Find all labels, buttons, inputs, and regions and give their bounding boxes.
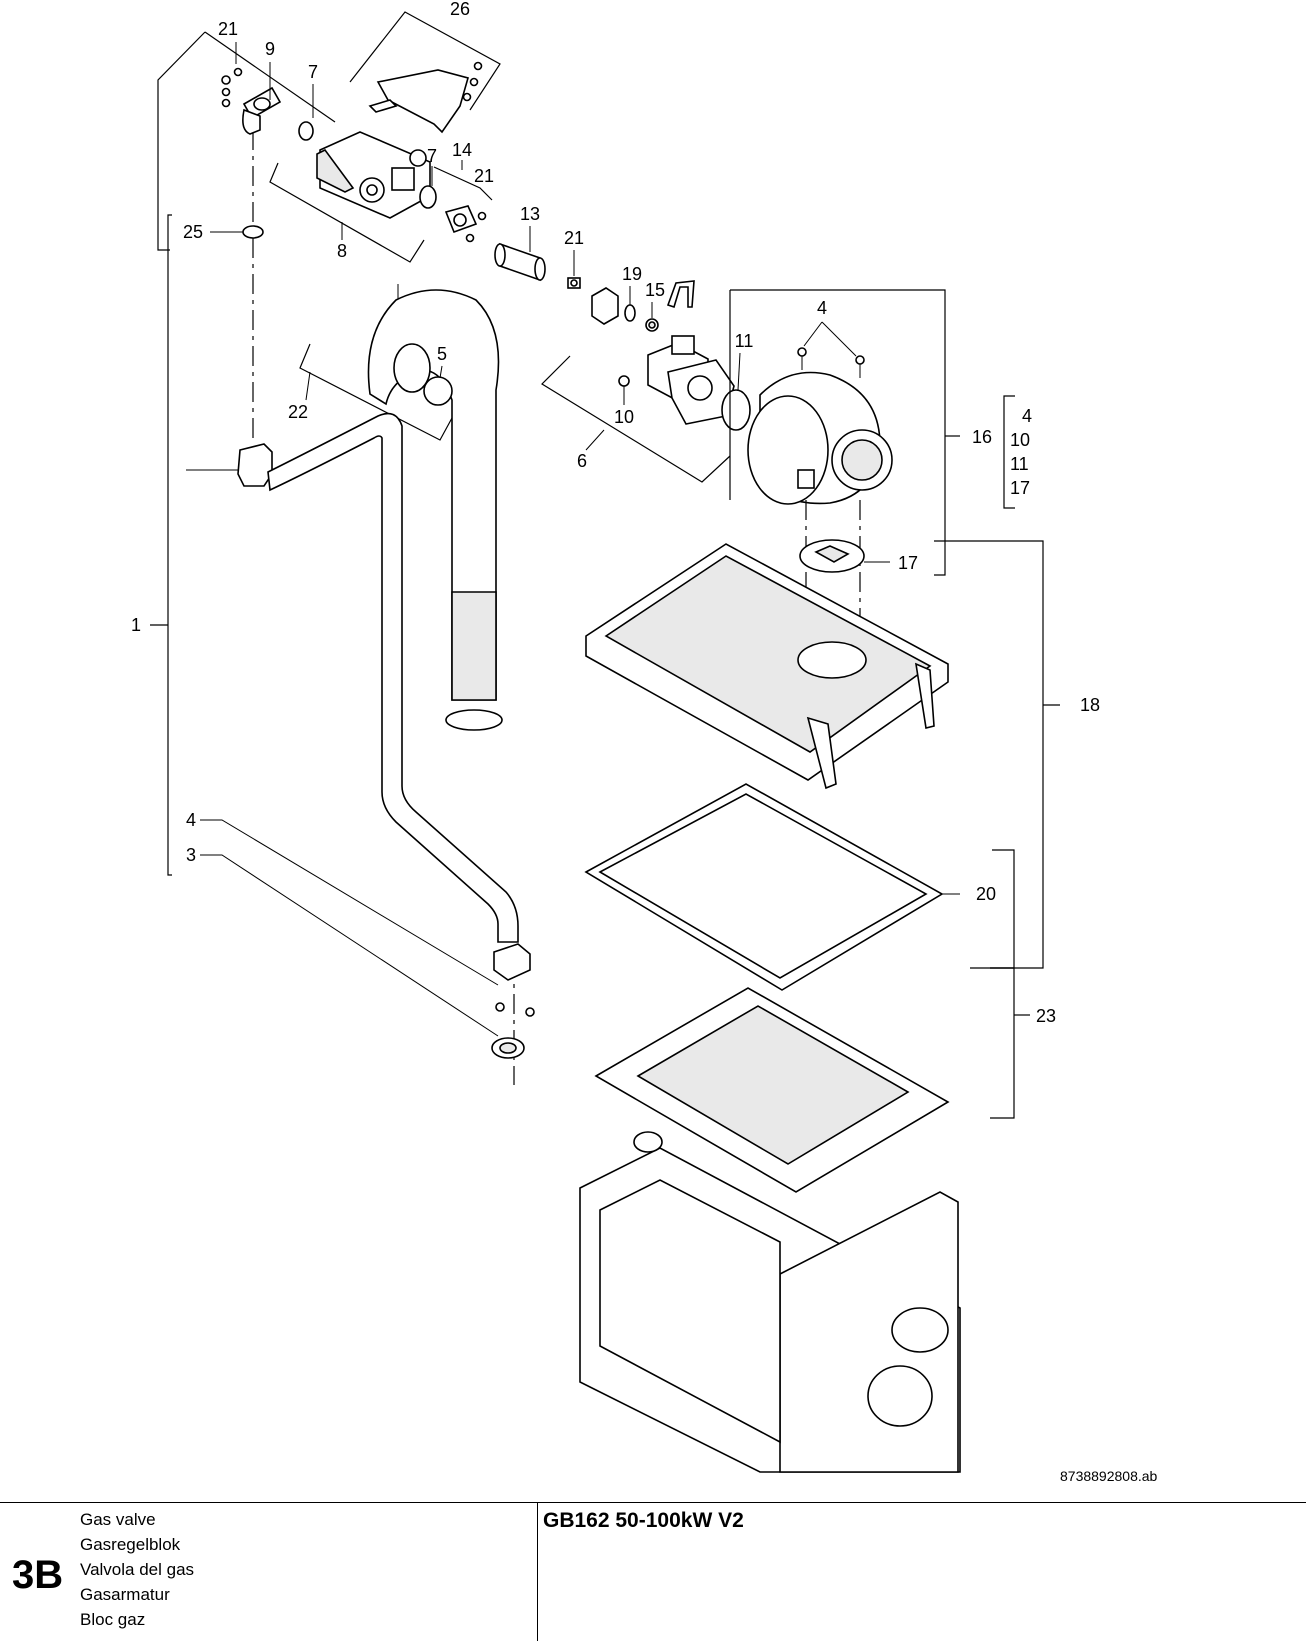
model-name: GB162 50-100kW V2 [543,1509,744,1532]
callout-21: 21 [474,166,494,186]
burner-hood-item-18 [585,540,1060,969]
callout-1: 1 [131,615,141,635]
kit-16-item-11: 11 [1010,454,1029,474]
o-ring-item-7a [298,121,314,141]
heat-exchanger [579,1131,961,1473]
callout-19: 19 [622,264,642,284]
exploded-parts-diagram: 21 9 7 26 14 7 21 8 25 13 21 19 15 4 11 … [131,0,1100,1473]
footer-divider [537,1503,538,1641]
gas-valve-body-item-8 [269,131,431,263]
callout-10: 10 [614,407,634,427]
callout-21: 21 [564,228,584,248]
section-code: 3B [12,1553,64,1597]
o-ring-item-25 [242,225,264,239]
callout-7: 7 [308,62,318,82]
fan-blower-item-16 [747,371,893,505]
bracket-item-16 [729,289,1015,576]
callout-6: 6 [577,451,587,471]
callout-20: 20 [976,884,996,904]
callout-4: 4 [817,298,827,318]
gasket-frame-item-20 [584,783,1015,991]
title-it: Valvola del gas [80,1560,195,1579]
adapter-item-19 [591,287,636,325]
venturi-item-6 [541,335,735,483]
gasket-item-11 [721,389,751,431]
fan-screws-item-4 [797,321,865,378]
burner-plate-item-23 [594,967,1030,1193]
clip-item-15 [645,280,695,332]
seal-item-17 [799,500,890,660]
callout-25: 25 [183,222,203,242]
callout-3: 3 [186,845,196,865]
callout-17: 17 [898,553,918,573]
callout-11: 11 [735,331,754,351]
elbow-connector-item-9 [221,67,282,135]
callout-14: 14 [452,140,472,160]
callout-labels: 21 9 7 26 14 7 21 8 25 13 21 19 15 4 11 … [131,0,1100,1026]
callout-9: 9 [265,39,275,59]
gas-pipe-item-22 [299,284,503,731]
callout-26: 26 [450,0,470,19]
callout-5: 5 [437,344,447,364]
callout-7: 7 [427,146,437,166]
gas-supply-pipe [186,412,535,1059]
callout-21: 21 [218,19,238,39]
flange-item-14 [433,166,493,243]
callout-18: 18 [1080,695,1100,715]
title-nl: Gasregelblok [80,1535,181,1554]
nipple-item-21 [567,277,581,289]
callout-13: 13 [520,204,540,224]
o-ring-item-7b [419,185,437,209]
title-en: Gas valve [80,1510,156,1529]
mounting-bracket-item-26 [349,11,501,134]
title-block: 3B Gas valve Gasregelblok Valvola del ga… [0,1502,1306,1641]
kit-16-item-4: 4 [1022,406,1032,426]
callout-22: 22 [288,402,308,422]
callout-8: 8 [337,241,347,261]
title-list: Gas valve Gasregelblok Valvola del gas G… [80,1507,194,1632]
callout-16: 16 [972,427,992,447]
drawing-number: 8738892808.ab [1060,1468,1158,1484]
pipe-stub-item-13 [494,242,546,282]
kit-16-item-17: 17 [1010,478,1030,498]
title-fr: Bloc gaz [80,1610,146,1629]
kit-16-item-10: 10 [1010,430,1030,450]
callout-4: 4 [186,810,196,830]
callout-23: 23 [1036,1006,1056,1026]
callout-15: 15 [645,280,665,300]
title-de: Gasarmatur [80,1585,170,1604]
